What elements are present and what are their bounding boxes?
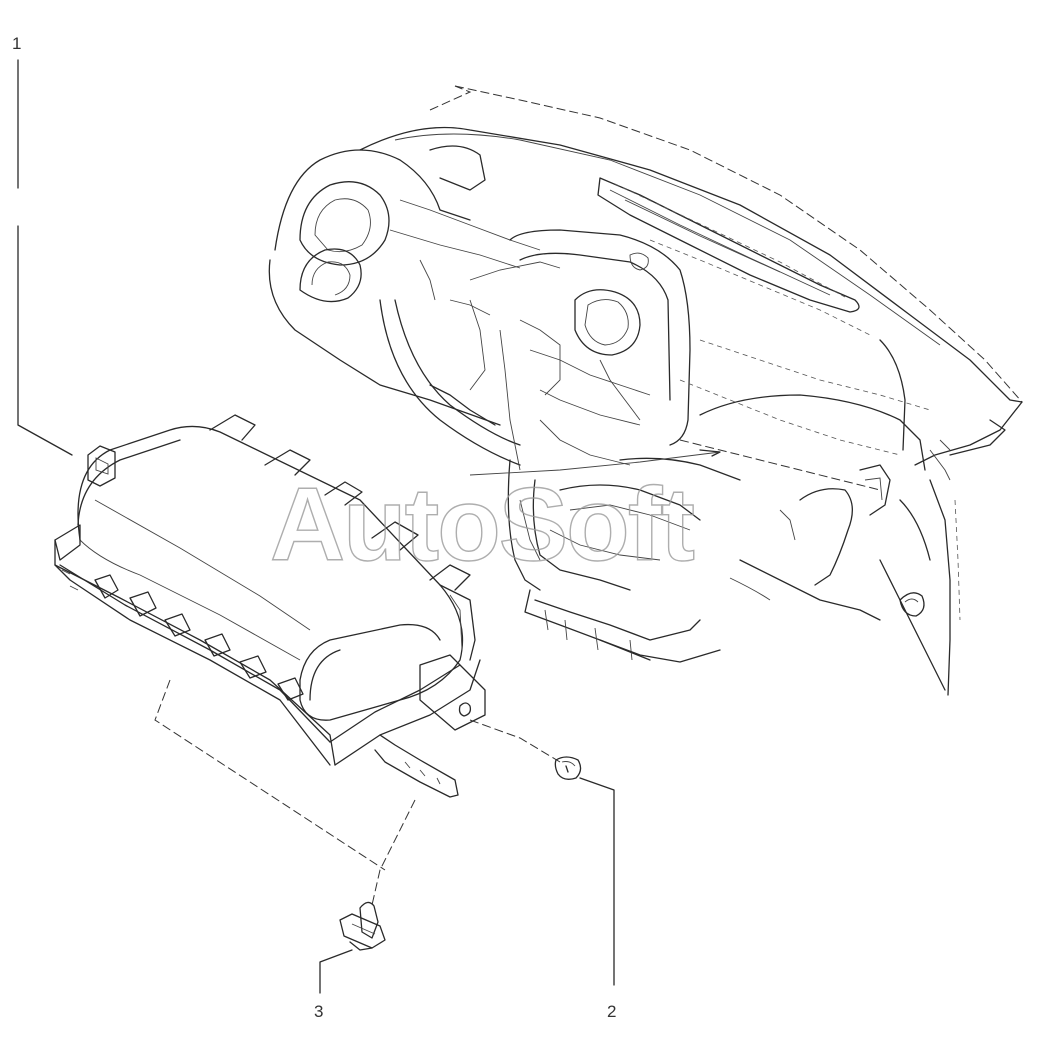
airbag-module-drawing <box>54 414 486 798</box>
callout-label-2: 2 <box>607 1002 616 1021</box>
callout-label-3: 3 <box>314 1002 323 1021</box>
callout-leaders <box>17 59 615 994</box>
instrument-panel-drawing <box>268 85 1023 696</box>
clip-part-3 <box>339 901 386 951</box>
watermark: AutoSoft <box>270 467 694 583</box>
assembly-lines <box>154 679 561 906</box>
callout-label-1: 1 <box>12 34 21 53</box>
screw-part-2 <box>554 756 582 780</box>
